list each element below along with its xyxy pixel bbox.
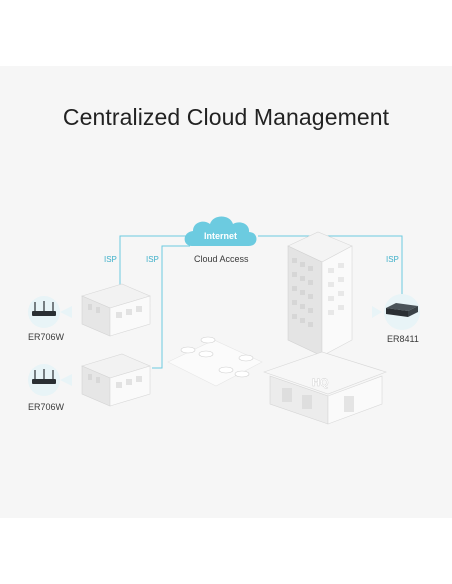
parasol-icon — [180, 336, 254, 378]
branch-building-2 — [81, 353, 151, 407]
isp-line-branch-2 — [152, 245, 190, 369]
cloud-internet-label: Internet — [204, 231, 238, 241]
isp-label-1: ISP — [104, 255, 117, 264]
cloud-shape — [184, 216, 257, 246]
isp-label-2: ISP — [146, 255, 159, 264]
background-panel — [0, 66, 452, 518]
device-label-er706w-1: ER706W — [28, 332, 65, 342]
router-icon-er706w-1 — [28, 296, 72, 328]
hq-sign: HQ — [312, 377, 329, 389]
router-icon-er8411 — [372, 294, 420, 330]
connection-lines — [119, 235, 403, 369]
device-label-er8411: ER8411 — [387, 334, 419, 344]
isp-label-3: ISP — [386, 255, 399, 264]
plaza-area — [167, 336, 263, 387]
router-icon-er706w-2 — [28, 364, 72, 396]
branch-building-1 — [81, 283, 151, 337]
page-title: Centralized Cloud Management — [62, 104, 390, 130]
device-label-er706w-2: ER706W — [28, 402, 65, 412]
cloud-access-label: Cloud Access — [194, 254, 249, 264]
hq-lobby — [263, 351, 387, 425]
hq-tower — [287, 231, 353, 357]
